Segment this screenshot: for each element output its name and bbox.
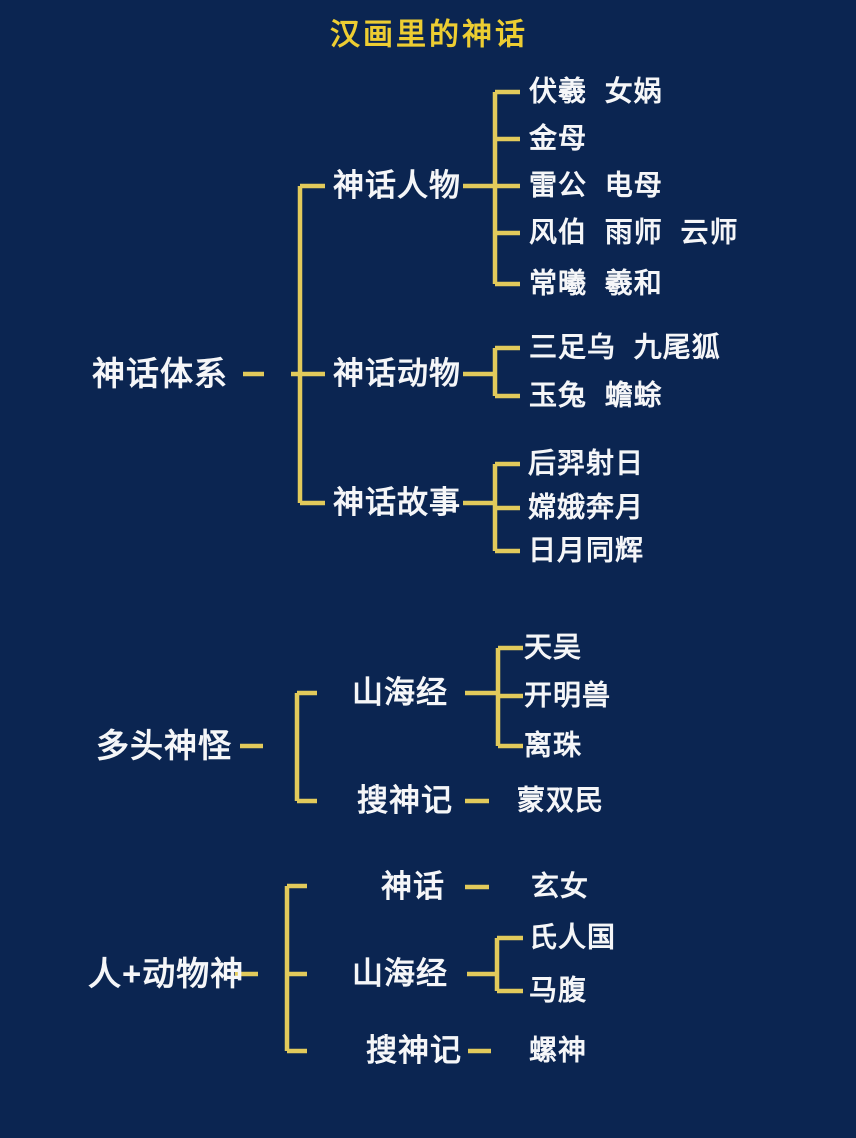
branch-2-1-label: 山海经 — [352, 674, 448, 710]
branch-2-2-label: 搜神记 — [357, 782, 453, 818]
g3-branch2-bracket — [467, 935, 523, 994]
leaf-1-1-1: 伏羲 女娲 — [529, 75, 663, 107]
branch-3-2-label: 山海经 — [352, 955, 448, 991]
leaf-2-1-3: 离珠 — [524, 729, 583, 761]
leaf-2-2-1: 蒙双民 — [517, 784, 605, 816]
branch-1-1-label: 神话人物 — [333, 167, 461, 203]
leaf-3-3-1: 螺神 — [529, 1034, 588, 1066]
g1-level1-bracket — [291, 183, 325, 506]
leaf-1-3-1: 后羿射日 — [528, 447, 645, 479]
leaf-1-2-1: 三足乌 九尾狐 — [529, 331, 721, 363]
root-2-label: 多头神怪 — [96, 726, 232, 764]
leaf-1-1-4: 风伯 雨师 云师 — [529, 216, 739, 248]
g1-branch3-bracket — [463, 461, 520, 554]
g1-branch2-bracket — [463, 345, 520, 399]
leaf-1-1-3: 雷公 电母 — [529, 169, 663, 201]
root-1-label: 神话体系 — [92, 354, 228, 392]
root-3-label: 人+动物神 — [88, 954, 245, 992]
leaf-3-1-1: 玄女 — [531, 870, 590, 902]
leaf-3-2-1: 氏人国 — [529, 921, 617, 953]
branch-1-3-label: 神话故事 — [333, 484, 461, 520]
g3-level1-bracket — [284, 883, 307, 1054]
leaf-1-1-2: 金母 — [529, 122, 588, 154]
diagram-title: 汉画里的神话 — [330, 18, 528, 52]
branch-1-2-label: 神话动物 — [333, 355, 461, 391]
leaf-2-1-1: 天吴 — [524, 631, 583, 663]
leaf-1-3-3: 日月同辉 — [528, 534, 645, 566]
branch-3-1-label: 神话 — [381, 868, 445, 904]
branch-3-3-label: 搜神记 — [366, 1032, 462, 1068]
g1-branch1-bracket — [463, 89, 520, 287]
leaf-3-2-2: 马腹 — [529, 974, 588, 1006]
leaf-1-3-2: 嫦娥奔月 — [528, 491, 645, 523]
leaf-1-2-2: 玉兔 蟾蜍 — [529, 379, 663, 411]
leaf-2-1-2: 开明兽 — [524, 679, 612, 711]
leaf-1-1-5: 常曦 羲和 — [529, 267, 663, 299]
g2-level1-bracket — [294, 690, 317, 804]
g2-branch1-bracket — [465, 645, 523, 749]
